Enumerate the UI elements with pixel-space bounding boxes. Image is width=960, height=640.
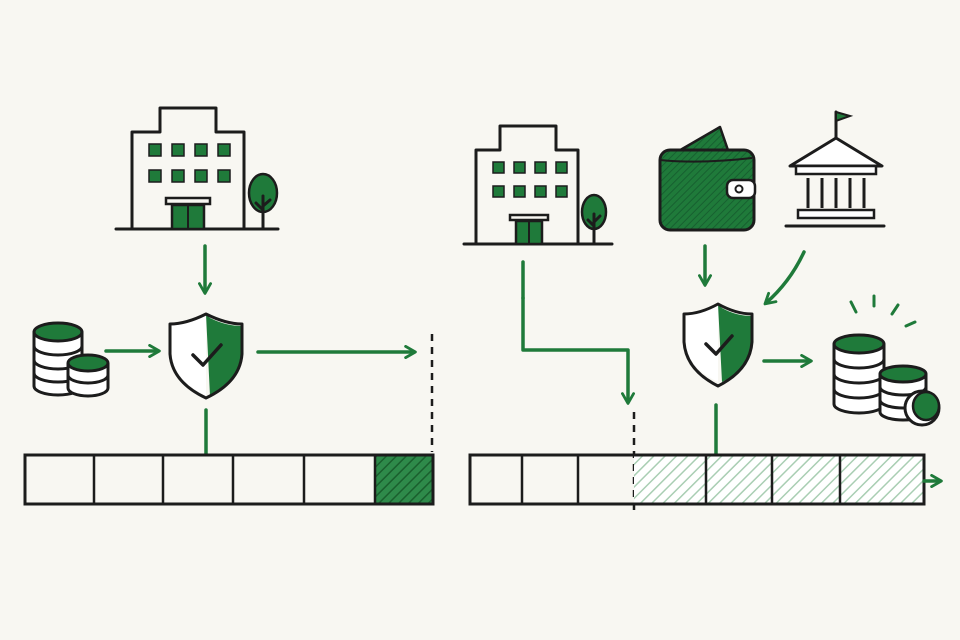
bank-building-icon [784, 110, 886, 228]
office-building-icon [462, 124, 614, 246]
flow-arrow-building-route [521, 296, 635, 405]
tree-icon [247, 172, 279, 231]
shield-check-icon [682, 302, 754, 388]
left-panel [23, 106, 435, 506]
coin-stack-icon [832, 333, 941, 427]
flow-arrow-bank-to-shield [763, 250, 806, 306]
left-timeline-bar [23, 453, 435, 506]
sparkle-icon [849, 294, 917, 328]
tree-icon [580, 193, 608, 246]
shield-check-icon [168, 312, 244, 400]
coin-stack-icon [32, 321, 110, 398]
timeline-cell-filled [376, 455, 433, 504]
right-panel [462, 110, 943, 510]
office-building-icon [114, 106, 280, 231]
wallet-icon [658, 125, 757, 232]
right-timeline-bar [468, 453, 943, 506]
timeline-cells-filled [634, 455, 924, 504]
